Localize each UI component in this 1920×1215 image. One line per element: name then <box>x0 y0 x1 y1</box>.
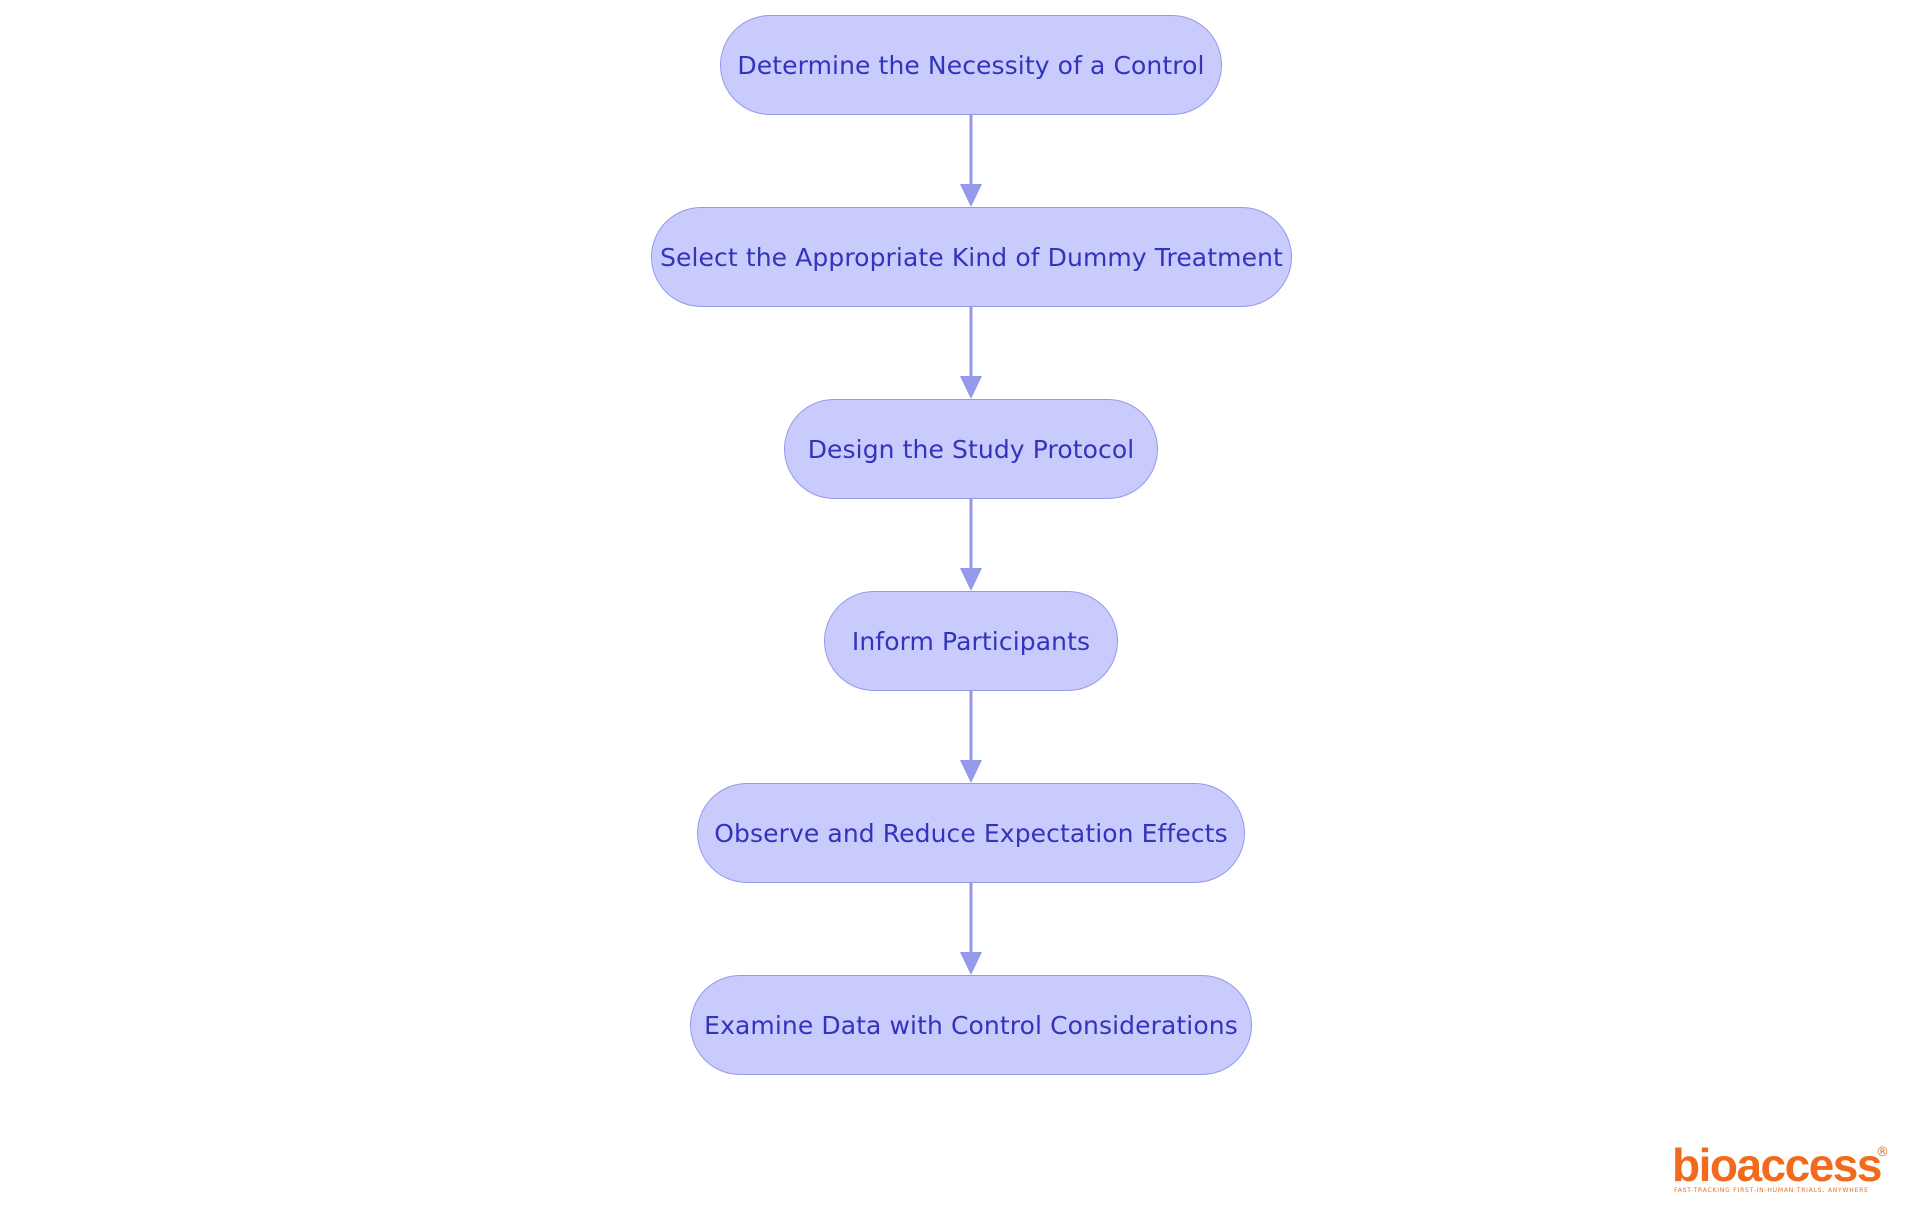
arrow-4 <box>960 691 982 783</box>
flow-node-label: Select the Appropriate Kind of Dummy Tre… <box>660 242 1283 272</box>
flow-node-label: Determine the Necessity of a Control <box>737 50 1205 80</box>
flow-node-label: Examine Data with Control Considerations <box>704 1010 1238 1040</box>
arrow-5 <box>960 883 982 975</box>
flow-node-inform-participants: Inform Participants <box>824 591 1118 691</box>
flow-node-select-dummy-treatment: Select the Appropriate Kind of Dummy Tre… <box>651 207 1292 307</box>
registered-mark-icon: ® <box>1876 1145 1889 1160</box>
arrow-1 <box>960 115 982 207</box>
bioaccess-logo: bioaccess ® FAST-TRACKING FIRST-IN-HUMAN… <box>1672 1142 1890 1194</box>
logo-wordmark: bioaccess <box>1672 1139 1882 1191</box>
flow-node-observe-reduce-effects: Observe and Reduce Expectation Effects <box>697 783 1245 883</box>
flow-node-label: Design the Study Protocol <box>807 434 1135 464</box>
arrow-2 <box>960 307 982 399</box>
arrow-3 <box>960 499 982 591</box>
flow-node-label: Inform Participants <box>851 626 1091 656</box>
logo-tagline: FAST-TRACKING FIRST-IN-HUMAN TRIALS, ANY… <box>1674 1187 1869 1194</box>
flow-node-design-protocol: Design the Study Protocol <box>784 399 1158 499</box>
flow-node-examine-data: Examine Data with Control Considerations <box>690 975 1252 1075</box>
flow-node-label: Observe and Reduce Expectation Effects <box>714 818 1228 848</box>
flow-node-determine-necessity: Determine the Necessity of a Control <box>720 15 1222 115</box>
